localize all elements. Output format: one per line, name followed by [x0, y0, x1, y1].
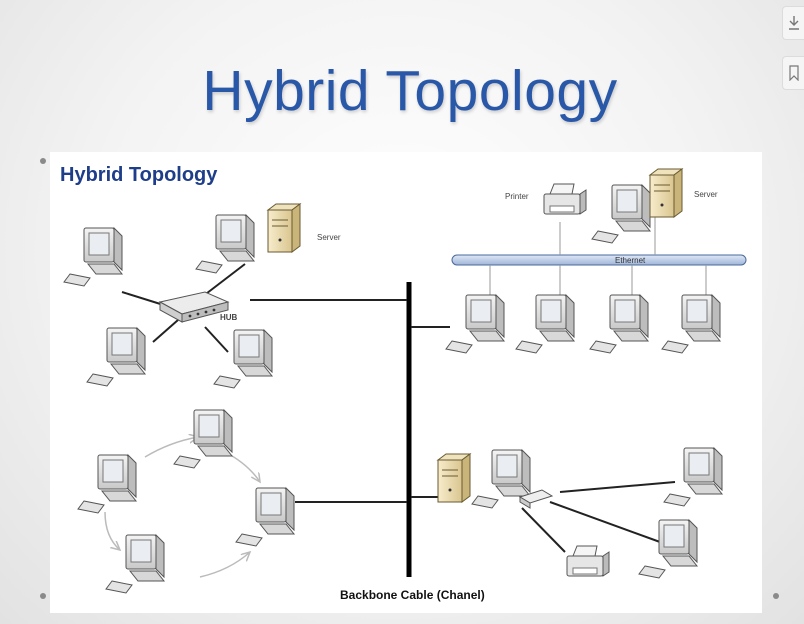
- bookmark-icon: [789, 65, 799, 81]
- backbone-label: Backbone Cable (Chanel): [340, 588, 485, 602]
- bullet: [40, 158, 46, 164]
- pc-bottom-2: [638, 519, 698, 579]
- pc-ring-1: [173, 409, 233, 469]
- pc-bus-4: [661, 294, 721, 354]
- download-icon: [789, 16, 799, 30]
- pc-ring-2: [77, 454, 137, 514]
- hub-device: [158, 291, 230, 323]
- server-bottom: [437, 453, 471, 503]
- bullet: [773, 593, 779, 599]
- diagram-title: Hybrid Topology: [60, 164, 218, 186]
- pc-star-server-workstation: [195, 214, 255, 274]
- switch-bottom: [518, 489, 554, 509]
- pc-star-2: [86, 327, 146, 387]
- pc-star-3: [213, 329, 273, 389]
- printer-bottom: [566, 545, 610, 577]
- slide-title: Hybrid Topology: [202, 59, 618, 123]
- printer-label: Printer: [505, 192, 529, 201]
- pc-bus-1: [445, 294, 505, 354]
- server-bus: [649, 168, 683, 218]
- topology-diagram: Hybrid Topology: [50, 152, 762, 613]
- ethernet-bus: [451, 254, 747, 266]
- pc-star-1: [63, 227, 123, 287]
- pc-bus-2: [515, 294, 575, 354]
- server-star: [267, 203, 301, 253]
- bullet: [40, 593, 46, 599]
- diagram-canvas: HUB Server Ethernet Printer Server: [63, 168, 747, 602]
- pc-bus-server-workstation: [591, 184, 651, 244]
- server-right-label: Server: [694, 190, 718, 199]
- hub-label: HUB: [220, 313, 238, 322]
- pc-ring-3: [235, 487, 295, 547]
- pc-bus-3: [589, 294, 649, 354]
- bookmark-button[interactable]: [782, 56, 804, 90]
- printer-bus: [543, 183, 587, 215]
- ethernet-label: Ethernet: [615, 256, 646, 265]
- download-button[interactable]: [782, 6, 804, 40]
- server-left-label: Server: [317, 233, 341, 242]
- pc-bottom-1: [663, 447, 723, 507]
